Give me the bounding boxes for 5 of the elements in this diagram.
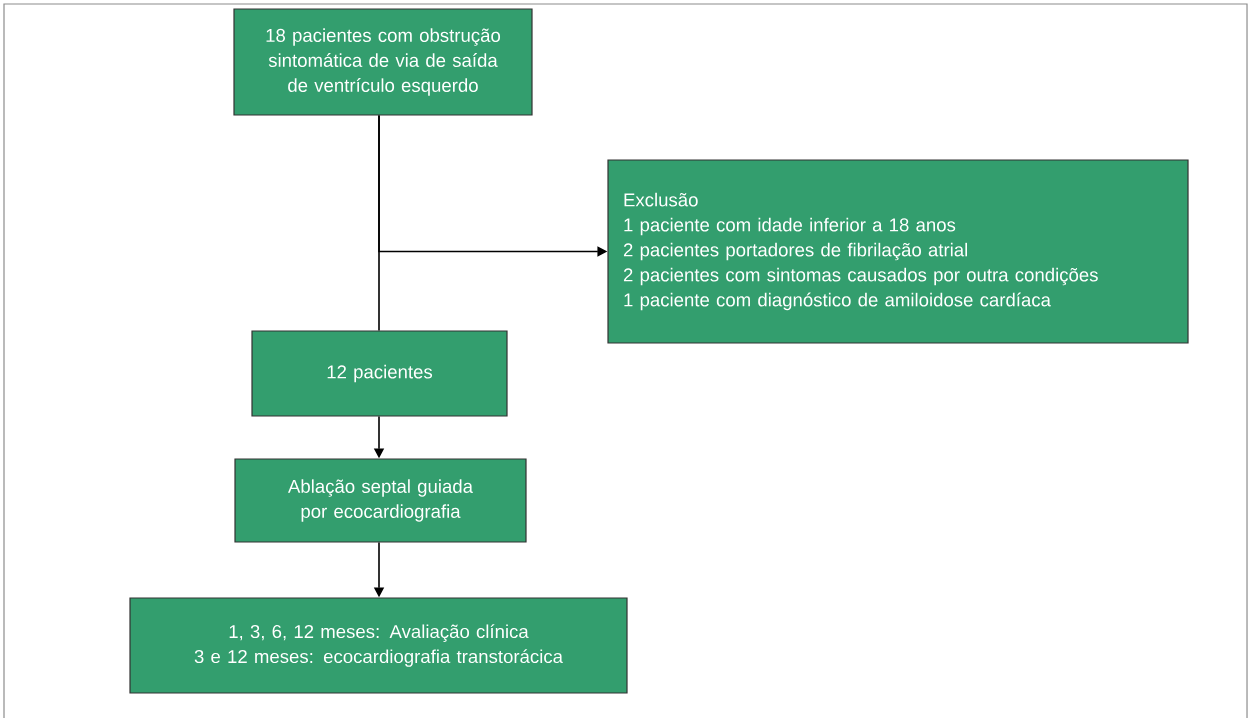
process-box: Ablação septal guiada por ecocardiografia <box>234 458 527 543</box>
process-box: 1, 3, 6, 12 meses: Avaliação clínica 3 e 12 meses: ecocardiografia transtorácica <box>129 597 628 694</box>
exclusion-box: Exclusão 1 paciente com idade inferior a 18 anos 2 pacientes portadores de fibrilação atrial 2 pacientes com sintomas causados por outra condições 1 paciente com diagnóstico de amiloidose cardíaca <box>607 159 1189 344</box>
process-box: 18 pacientes com obstrução sintomática de via de saída de ventrículo esquerdo <box>233 8 533 116</box>
process-box: 12 pacientes <box>251 330 508 417</box>
